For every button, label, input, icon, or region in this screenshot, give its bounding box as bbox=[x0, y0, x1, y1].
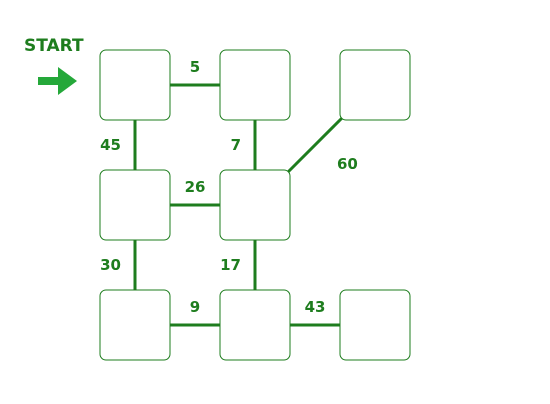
edge-labels-layer: 5 45 7 60 26 30 17 9 43 bbox=[100, 58, 358, 316]
edge-weight-label: 45 bbox=[100, 136, 121, 154]
start-label: START bbox=[24, 36, 84, 56]
start-arrow-icon bbox=[38, 67, 77, 95]
graph-node-n3 bbox=[339, 49, 411, 121]
edge-weight-label: 43 bbox=[305, 298, 326, 316]
graph-node-n1 bbox=[99, 49, 171, 121]
edge-weight-label: 26 bbox=[185, 178, 206, 196]
graph-node-n4 bbox=[99, 169, 171, 241]
graph-edge-n5-n3 bbox=[286, 116, 344, 174]
graph-node-n8 bbox=[339, 289, 411, 361]
edge-weight-label: 7 bbox=[231, 136, 241, 154]
graph-node-n6 bbox=[99, 289, 171, 361]
edge-weight-label: 5 bbox=[190, 58, 200, 76]
edge-weight-label: 30 bbox=[100, 256, 121, 274]
edge-weight-label: 17 bbox=[220, 256, 241, 274]
nodes-layer bbox=[99, 49, 411, 361]
graph-node-n2 bbox=[219, 49, 291, 121]
graph-node-n5 bbox=[219, 169, 291, 241]
edge-weight-label: 60 bbox=[337, 155, 358, 173]
edge-weight-label: 9 bbox=[190, 298, 200, 316]
graph-node-n7 bbox=[219, 289, 291, 361]
edges-layer bbox=[133, 83, 344, 327]
